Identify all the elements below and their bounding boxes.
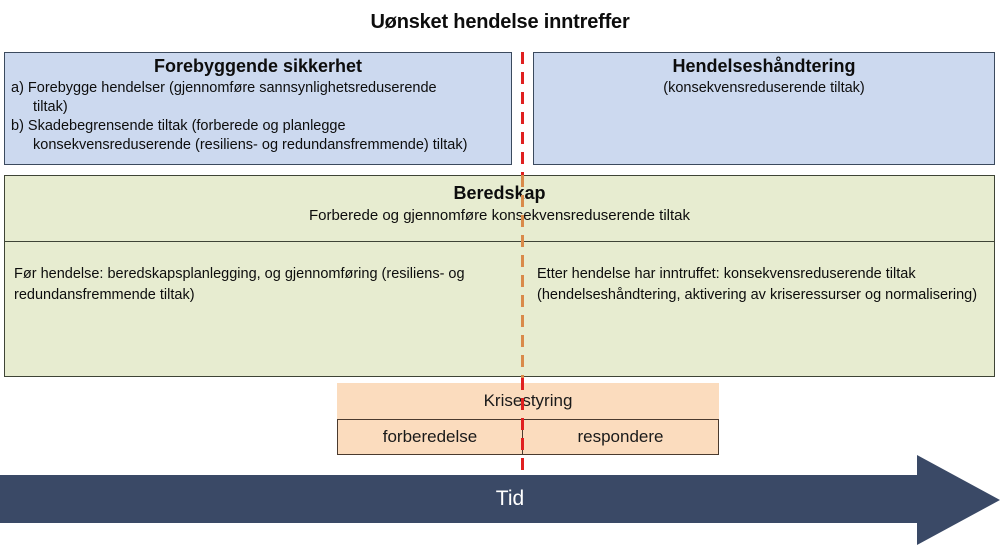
preventive-security-heading: Forebyggende sikkerhet <box>153 56 363 76</box>
event-line-upper <box>521 52 524 175</box>
phase-respondere: respondere <box>577 427 664 446</box>
crisis-management-box: Krisestyring <box>337 383 719 419</box>
preparedness-header: Beredskap Forberede og gjennomføre konse… <box>5 176 994 242</box>
crisis-management-phases: forberedelse respondere <box>337 419 719 455</box>
preparedness-body: Før hendelse: beredskapsplanlegging, og … <box>5 242 994 375</box>
preparedness-subtitle: Forberede og gjennomføre konsekvensredus… <box>308 206 691 224</box>
event-line-middle <box>521 175 524 378</box>
phase-forberedelse: forberedelse <box>338 420 523 454</box>
preparedness-after-text: Etter hendelse har inntruffet: konsekven… <box>537 266 978 303</box>
incident-handling-heading: Hendelseshåndtering <box>672 56 856 76</box>
incident-handling-box: Hendelseshåndtering (konsekvensreduseren… <box>533 52 995 165</box>
preparedness-before-text: Før hendelse: beredskapsplanlegging, og … <box>14 266 465 303</box>
preventive-item-b-line2: konsekvensreduserende (resiliens- og red… <box>33 136 468 153</box>
event-line-lower <box>521 378 524 482</box>
crisis-management-label: Krisestyring <box>483 391 573 410</box>
page-title: Uønsket hendelse inntreffer <box>370 11 630 33</box>
preparedness-title: Beredskap <box>453 183 546 203</box>
preventive-security-box: Forebyggende sikkerhet a) Forebygge hend… <box>4 52 512 165</box>
incident-handling-subheading: (konsekvensreduserende tiltak) <box>663 79 865 96</box>
time-arrow <box>0 453 1000 547</box>
preventive-item-a-line1: a) Forebygge hendelser (gjennomføre sann… <box>11 79 437 96</box>
preventive-item-a-line2: tiltak) <box>33 98 68 115</box>
preparedness-box: Beredskap Forberede og gjennomføre konse… <box>4 175 995 377</box>
preventive-item-b-line1: b) Skadebegrensende tiltak (forberede og… <box>11 117 346 134</box>
